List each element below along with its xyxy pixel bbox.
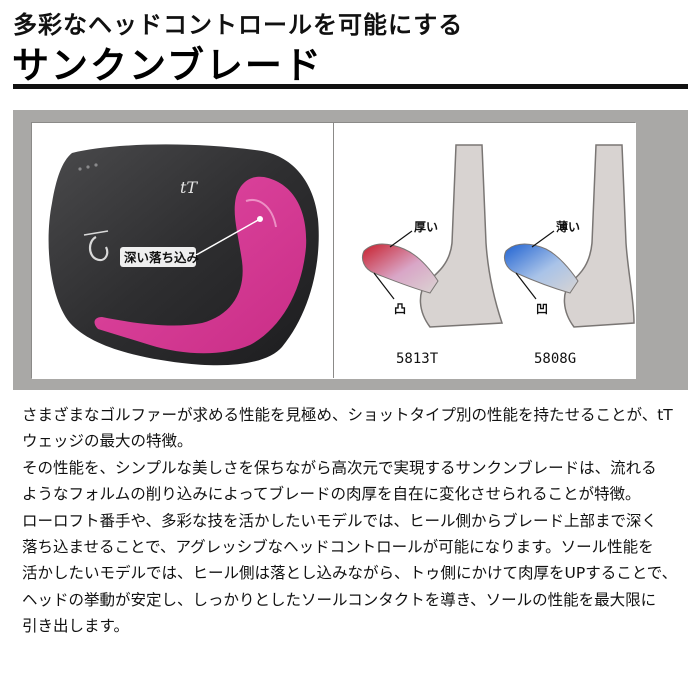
section-5813t: 厚い 凸 5813T (361, 144, 504, 367)
cross-section-diagram: 厚い 凸 5813T 薄い 凹 5808G (334, 123, 636, 379)
model-5808g: 5808G (534, 351, 576, 367)
label-thick: 厚い (414, 220, 438, 234)
label-convex: 凸 (394, 302, 406, 316)
section-5808g: 薄い 凹 5808G (503, 144, 635, 367)
body-line: 活かしたいモデルでは、ヒール側は落とし込みながら、トゥ側にかけて肉厚をUPするこ… (22, 564, 678, 583)
description-text: さまざまなゴルファーが求める性能を見極め、ショットタイプ別の性能を持たせることが… (22, 402, 682, 640)
image-panel: tT 深い落ち込み (13, 110, 688, 390)
body-line: ローロフト番手や、多彩な技を活かしたいモデルでは、ヒール側からブレード上部まで深… (22, 511, 658, 530)
wedge-head-illustration: tT 深い落ち込み (32, 123, 334, 379)
model-5813t: 5813T (396, 351, 439, 367)
body-line: ヘッドの挙動が安定し、しっかりとしたソールコンタクトを導き、ソールの性能を最大限… (22, 590, 657, 609)
label-concave: 凹 (536, 302, 548, 316)
body-line: さまざまなゴルファーが求める性能を見極め、ショットタイプ別の性能を持たせることが… (22, 406, 673, 424)
head-logo: tT (180, 178, 198, 197)
body-line: ウェッジの最大の特徴。 (22, 432, 193, 451)
label-thin: 薄い (556, 219, 580, 234)
callout-deep-drop: 深い落ち込み (124, 250, 200, 265)
page-title: サンクンブレード (12, 43, 323, 87)
body-line: 引き出します。 (22, 617, 129, 636)
cross-section-card: 厚い 凸 5813T 薄い 凹 5808G (333, 122, 636, 379)
body-line: 落ち込ませることで、アグレッシブなヘッドコントロールが可能になります。ソール性能… (22, 538, 654, 557)
wedge-photo-card: tT 深い落ち込み (31, 122, 334, 379)
subtitle: 多彩なヘッドコントロールを可能にする (13, 10, 464, 39)
body-line: その性能を、シンプルな美しさを保ちながら高次元で実現するサンクンブレードは、流れ… (22, 458, 657, 477)
title-underline (13, 84, 688, 89)
body-line: ようなフォルムの削り込みによってブレードの肉厚を自在に変化させられることが特徴。 (22, 485, 641, 504)
